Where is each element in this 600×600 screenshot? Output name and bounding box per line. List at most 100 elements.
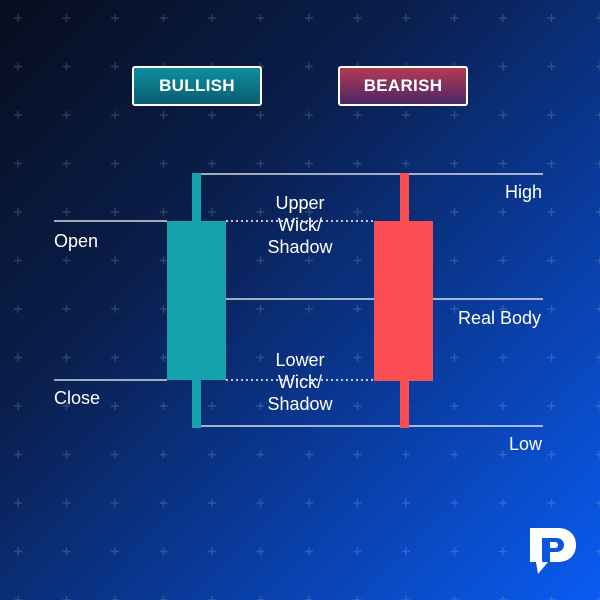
grid-plus-mark <box>208 402 216 410</box>
grid-plus-mark <box>353 111 362 119</box>
grid-plus-mark <box>499 159 507 168</box>
grid-plus-mark <box>596 159 600 168</box>
grid-plus-mark <box>62 208 71 216</box>
grid-plus-mark <box>353 256 362 265</box>
grid-plus-mark <box>111 159 119 168</box>
grid-plus-mark <box>208 547 216 556</box>
grid-plus-mark <box>62 14 71 22</box>
grid-plus-mark <box>596 499 600 507</box>
grid-plus-mark <box>62 305 71 313</box>
bearish-button: BEARISH <box>338 66 468 106</box>
grid-plus-mark <box>62 256 71 265</box>
grid-plus-mark <box>305 305 313 313</box>
grid-plus-mark <box>353 159 362 168</box>
grid-plus-mark <box>159 256 168 265</box>
grid-plus-mark <box>547 305 556 313</box>
grid-plus-mark <box>596 62 600 71</box>
lower-wick-line-3: Shadow <box>267 394 333 414</box>
grid-plus-mark <box>353 499 362 507</box>
grid-plus-mark <box>111 499 119 507</box>
grid-plus-mark <box>111 596 119 600</box>
grid-plus-mark <box>499 547 507 556</box>
grid-plus-mark <box>62 159 71 168</box>
grid-plus-mark <box>402 450 410 459</box>
p-logo-icon <box>530 528 576 574</box>
grid-plus-mark <box>14 111 22 119</box>
grid-plus-mark <box>305 62 313 71</box>
grid-plus-mark <box>547 596 556 600</box>
grid-plus-mark <box>14 256 22 265</box>
grid-plus-mark <box>159 305 168 313</box>
low-label: Low <box>509 434 543 454</box>
grid-plus-mark <box>353 450 362 459</box>
grid-plus-mark <box>450 402 459 410</box>
grid-plus-mark <box>402 111 410 119</box>
grid-plus-mark <box>14 159 22 168</box>
grid-plus-mark <box>111 62 119 71</box>
grid-plus-mark <box>111 256 119 265</box>
grid-plus-mark <box>450 499 459 507</box>
grid-plus-mark <box>450 547 459 556</box>
grid-plus-mark <box>14 499 22 507</box>
open-label: Open <box>54 231 99 251</box>
grid-plus-mark <box>596 353 600 362</box>
grid-plus-mark <box>402 499 410 507</box>
grid-plus-mark <box>450 14 459 22</box>
grid-plus-mark <box>547 256 556 265</box>
close-label: Close <box>54 388 101 408</box>
grid-plus-mark <box>256 208 265 216</box>
grid-plus-mark <box>596 111 600 119</box>
grid-plus-mark <box>256 305 265 313</box>
grid-plus-mark <box>547 402 556 410</box>
grid-plus-mark <box>14 14 22 22</box>
grid-plus-mark <box>159 353 168 362</box>
grid-plus-mark <box>547 353 556 362</box>
grid-plus-mark <box>353 353 362 362</box>
grid-plus-mark <box>208 111 216 119</box>
grid-plus-mark <box>208 159 216 168</box>
grid-plus-mark <box>402 159 410 168</box>
grid-plus-mark <box>159 111 168 119</box>
grid-plus-mark <box>499 450 507 459</box>
grid-plus-mark <box>14 62 22 71</box>
bullish-button: BULLISH <box>132 66 262 106</box>
grid-plus-mark <box>159 499 168 507</box>
grid-plus-mark <box>596 402 600 410</box>
grid-plus-mark <box>499 596 507 600</box>
grid-plus-mark <box>402 547 410 556</box>
grid-plus-mark <box>159 547 168 556</box>
grid-plus-mark <box>305 499 313 507</box>
grid-plus-mark <box>450 111 459 119</box>
grid-plus-mark <box>159 14 168 22</box>
grid-plus-mark <box>450 353 459 362</box>
grid-plus-mark <box>547 14 556 22</box>
grid-plus-mark <box>62 402 71 410</box>
grid-plus-mark <box>353 208 362 216</box>
grid-plus-mark <box>14 547 22 556</box>
grid-plus-mark <box>353 402 362 410</box>
grid-plus-mark <box>450 256 459 265</box>
grid-plus-mark <box>111 111 119 119</box>
grid-plus-mark <box>499 62 507 71</box>
bearish-candle-body <box>374 221 433 381</box>
grid-plus-mark <box>14 402 22 410</box>
grid-plus-mark <box>499 208 507 216</box>
grid-plus-mark <box>450 596 459 600</box>
grid-plus-mark <box>305 159 313 168</box>
grid-plus-mark <box>111 305 119 313</box>
grid-plus-mark <box>596 450 600 459</box>
grid-plus-mark <box>256 159 265 168</box>
grid-plus-mark <box>353 596 362 600</box>
grid-plus-mark <box>353 547 362 556</box>
grid-plus-mark <box>208 499 216 507</box>
grid-plus-mark <box>111 208 119 216</box>
grid-plus-mark <box>62 450 71 459</box>
grid-plus-mark <box>256 353 265 362</box>
grid-plus-mark <box>402 14 410 22</box>
grid-plus-mark <box>256 402 265 410</box>
grid-plus-mark <box>159 208 168 216</box>
grid-plus-mark <box>547 111 556 119</box>
grid-plus-mark <box>62 353 71 362</box>
